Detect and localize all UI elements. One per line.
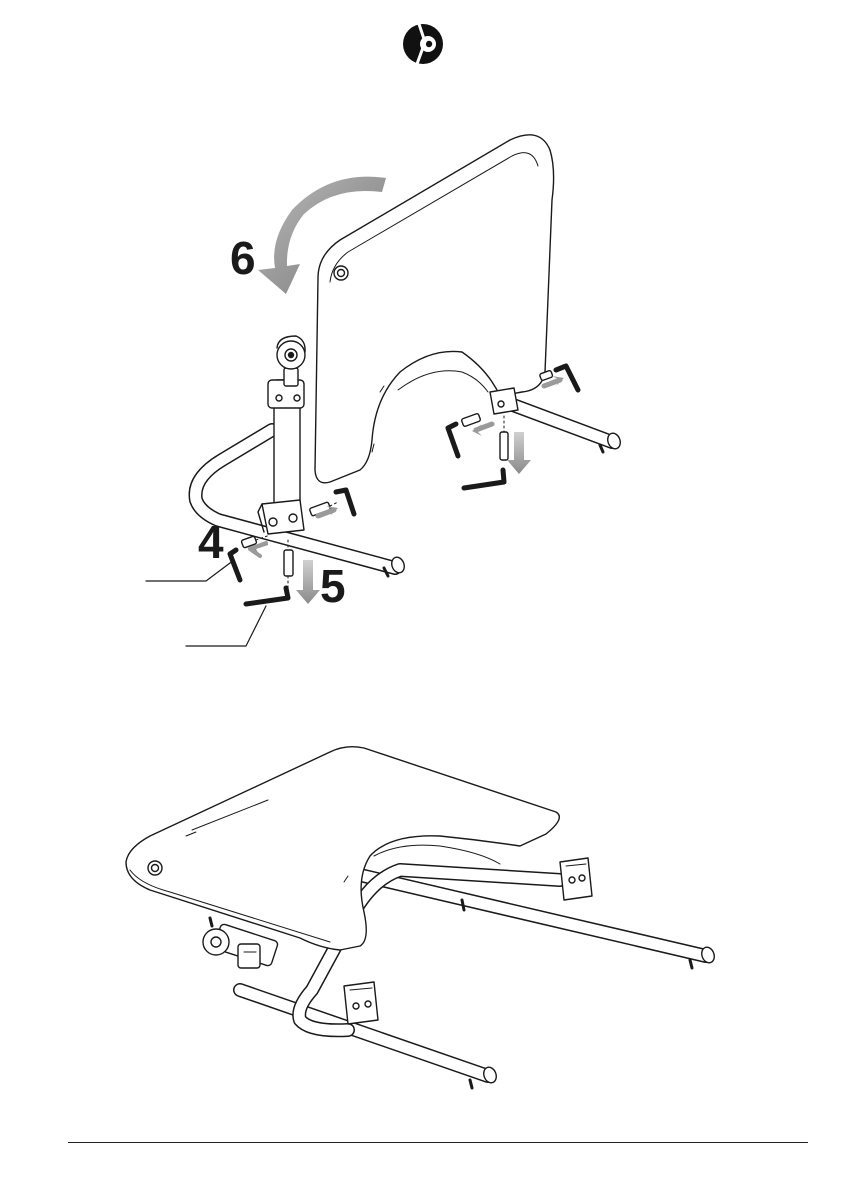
step-number-5: 5 [320, 560, 346, 612]
right-clamp-bracket [490, 388, 518, 414]
front-hinge-bracket [344, 982, 378, 1024]
folded-seat-figure [126, 747, 716, 1088]
manual-symbol-icon [403, 24, 443, 64]
left-folded-post [203, 923, 279, 968]
step-number-6: 6 [230, 232, 256, 284]
seat-panel [126, 747, 559, 950]
down-arrow-step-5 [296, 560, 320, 604]
down-arrow-right [507, 432, 531, 474]
base-frame-tube [196, 402, 623, 576]
right-hinge-bracket [560, 858, 592, 900]
backrest-assembly-figure [146, 135, 622, 646]
backrest-post [268, 336, 305, 508]
footer-rule [68, 1142, 808, 1143]
step-number-4: 4 [198, 516, 224, 568]
